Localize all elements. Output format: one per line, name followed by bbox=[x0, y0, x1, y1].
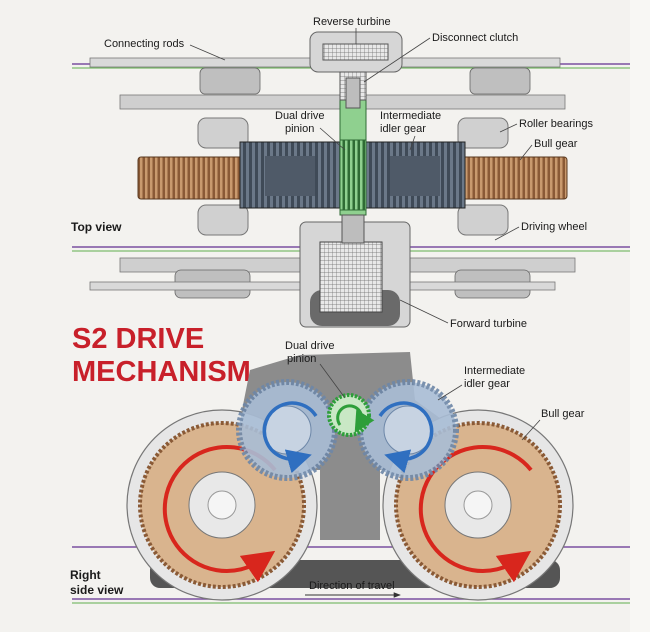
pinion-side bbox=[327, 393, 371, 437]
turbine-shaft bbox=[341, 214, 365, 244]
crank bbox=[469, 67, 531, 95]
side-view: Dual drive pinion Intermediate idler gea… bbox=[70, 340, 630, 604]
leader-line bbox=[499, 123, 518, 133]
label-connecting-rods: Connecting rods bbox=[104, 38, 185, 50]
reverse-turbine bbox=[322, 43, 389, 61]
top-view: Reverse turbine Connecting rods Disconne… bbox=[71, 16, 630, 330]
curved-arrow-icon bbox=[162, 445, 277, 583]
label-right-side-view: side view bbox=[70, 583, 124, 597]
curved-arrow-icon bbox=[262, 401, 318, 474]
leader-line bbox=[519, 144, 533, 161]
label-right-side-view: Right bbox=[70, 568, 101, 582]
title-line-2: MECHANISM bbox=[72, 356, 251, 388]
label-side-pinion: pinion bbox=[287, 353, 316, 365]
label-driving-wheel: Driving wheel bbox=[521, 221, 587, 233]
label-reverse-turbine: Reverse turbine bbox=[313, 16, 391, 28]
curved-arrow-icon bbox=[378, 401, 434, 474]
roller-bearing bbox=[457, 117, 509, 149]
dual-drive-pinion bbox=[339, 139, 367, 211]
crank bbox=[199, 67, 261, 95]
curved-arrow-icon bbox=[418, 445, 533, 583]
leader-line bbox=[437, 384, 463, 401]
leader-line bbox=[363, 37, 431, 83]
leader-line bbox=[189, 44, 226, 61]
clutch-shaft bbox=[345, 77, 361, 109]
label-dual-drive-pinion: pinion bbox=[285, 123, 314, 135]
label-side-pinion: Dual drive bbox=[285, 340, 335, 352]
label-side-idler: idler gear bbox=[464, 378, 510, 390]
forward-turbine bbox=[319, 241, 383, 313]
title-line-1: S2 DRIVE bbox=[72, 323, 204, 355]
label-intermediate-idler: idler gear bbox=[380, 123, 426, 135]
label-bull-gear: Bull gear bbox=[534, 138, 578, 150]
label-side-idler: Intermediate bbox=[464, 365, 525, 377]
label-intermediate-idler: Intermediate bbox=[380, 110, 441, 122]
label-top-view: Top view bbox=[71, 220, 122, 234]
axle bbox=[463, 490, 493, 520]
roller-bearing bbox=[197, 204, 249, 236]
label-dual-drive-pinion: Dual drive bbox=[275, 110, 325, 122]
idler-hub bbox=[265, 156, 315, 196]
roller-bearing bbox=[197, 117, 249, 149]
leader-line bbox=[319, 363, 346, 399]
curved-arrow-icon bbox=[336, 404, 375, 434]
leader-line bbox=[319, 127, 346, 151]
label-direction-of-travel: Direction of travel bbox=[309, 580, 395, 592]
idler-hub bbox=[390, 156, 440, 196]
leader-line bbox=[399, 299, 449, 324]
label-disconnect-clutch: Disconnect clutch bbox=[432, 32, 518, 44]
label-side-bull-gear: Bull gear bbox=[541, 408, 585, 420]
leader-line bbox=[494, 226, 520, 241]
label-roller-bearings: Roller bearings bbox=[519, 118, 593, 130]
roller-bearing bbox=[457, 204, 509, 236]
axle bbox=[207, 490, 237, 520]
leader-line bbox=[409, 135, 416, 151]
leader-line bbox=[521, 419, 541, 441]
label-forward-turbine: Forward turbine bbox=[450, 318, 527, 330]
